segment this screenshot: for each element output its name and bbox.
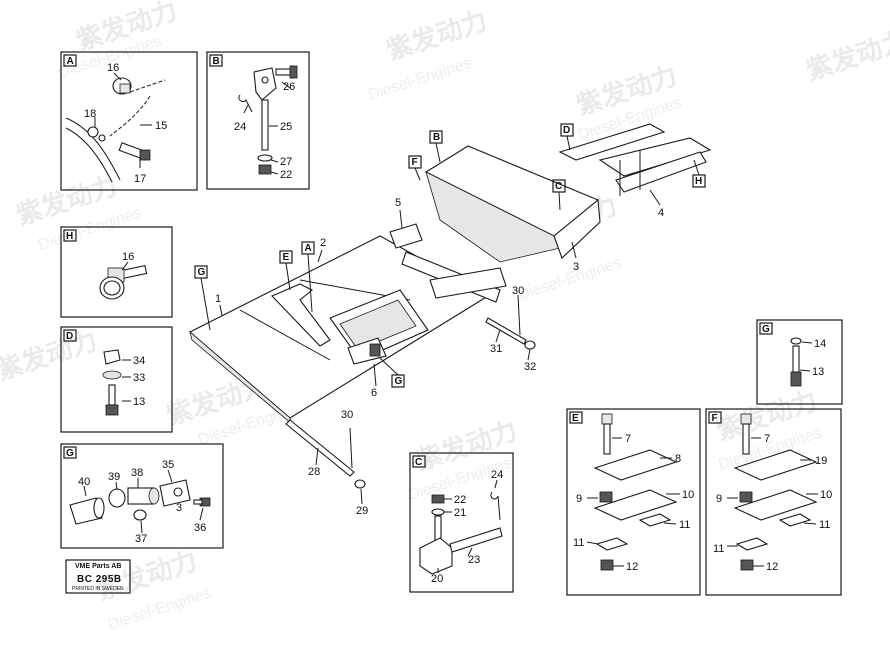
inset-letter: C xyxy=(415,457,422,468)
callout: 24 xyxy=(234,121,246,133)
callout: 16 xyxy=(107,62,119,74)
callout: 14 xyxy=(814,338,826,350)
callout-box: H xyxy=(695,176,702,187)
callout: 33 xyxy=(133,372,145,384)
callout: 30 xyxy=(341,409,353,421)
callout: 31 xyxy=(490,343,502,355)
inset-h: H 16 xyxy=(60,226,173,318)
stamp: VME Parts AB BC 295B PRINTED IN SWEDEN xyxy=(65,559,131,594)
callout: 13 xyxy=(133,396,145,408)
callout: 7 xyxy=(625,433,631,445)
callout: 12 xyxy=(626,561,638,573)
callout: 2 xyxy=(320,237,326,249)
callout: 21 xyxy=(454,507,466,519)
inset-letter: F xyxy=(712,413,718,424)
callout: 4 xyxy=(658,207,664,219)
inset-g-left: G 40 39 38 35 3 37 36 xyxy=(60,443,224,549)
callout-box: G xyxy=(198,267,206,278)
callout: 11 xyxy=(679,519,690,531)
inset-d: D 34 33 13 xyxy=(60,326,173,433)
callout: 5 xyxy=(395,197,401,209)
callout: 11 xyxy=(573,537,584,549)
callout: 3 xyxy=(573,261,579,273)
stamp-code: BC 295B xyxy=(77,574,122,585)
watermark-brand: 紫发动力 xyxy=(803,25,890,86)
inset-c: C 24 22 21 23 20 xyxy=(409,452,514,593)
stamp-line1: VME Parts AB xyxy=(75,563,121,570)
callout: 11 xyxy=(819,519,830,531)
callout: 25 xyxy=(280,121,292,133)
callout: 1 xyxy=(215,293,221,305)
watermark-sub: Diesel-Engines xyxy=(516,254,624,303)
inset-b: B 26 24 25 27 22 xyxy=(206,51,310,190)
callout: 3 xyxy=(176,502,182,514)
inset-letter: E xyxy=(572,413,579,424)
callout: 7 xyxy=(764,433,770,445)
watermark-sub: Diesel-Engines xyxy=(366,54,474,103)
callout-box: A xyxy=(305,243,312,254)
inset-letter: G xyxy=(762,324,770,335)
callout: 27 xyxy=(280,156,292,168)
callout: 10 xyxy=(820,489,832,501)
watermark-brand: 紫发动力 xyxy=(0,325,101,386)
callout: 20 xyxy=(431,573,443,585)
callout: 9 xyxy=(576,493,582,505)
callout: 11 xyxy=(713,543,724,555)
callout: 12 xyxy=(766,561,778,573)
callout: 24 xyxy=(491,469,503,481)
callout-box: D xyxy=(563,125,570,136)
callout: 17 xyxy=(134,173,146,185)
inset-e: E 7 8 9 10 11 11 12 xyxy=(566,408,701,596)
callout: 8 xyxy=(675,453,681,465)
callout: 22 xyxy=(454,494,466,506)
callout: 9 xyxy=(716,493,722,505)
callout: 6 xyxy=(371,387,377,399)
inset-g-right: G 14 13 xyxy=(756,319,843,405)
callout: 28 xyxy=(308,466,320,478)
stamp-line3: PRINTED IN SWEDEN xyxy=(72,586,124,592)
callout-box: B xyxy=(433,132,440,143)
callout: 36 xyxy=(194,522,206,534)
callout: 32 xyxy=(524,361,536,373)
callout: 34 xyxy=(133,355,145,367)
inset-f: F 7 19 9 10 11 11 12 xyxy=(705,408,842,596)
callout: 26 xyxy=(283,81,295,93)
callout: 10 xyxy=(682,489,694,501)
inset-letter: G xyxy=(66,448,74,459)
inset-letter: A xyxy=(67,56,74,67)
callout-box: F xyxy=(412,157,418,168)
callout: 37 xyxy=(135,533,147,545)
callout: 22 xyxy=(280,169,292,181)
inset-a: A 16 18 15 17 xyxy=(60,51,198,191)
watermark-brand: 紫发动力 xyxy=(383,5,491,66)
main-assembly: B D F C H 5 4 3 E A 2 G 1 30 31 32 G 6 3… xyxy=(189,123,712,517)
callout: 35 xyxy=(162,459,174,471)
callout: 39 xyxy=(108,471,120,483)
callout-box: G xyxy=(395,376,403,387)
callout: 15 xyxy=(155,120,167,132)
callout: 38 xyxy=(131,467,143,479)
inset-letter: D xyxy=(66,331,73,342)
callout: 29 xyxy=(356,505,368,517)
callout: 18 xyxy=(84,108,96,120)
callout: 30 xyxy=(512,285,524,297)
callout: 23 xyxy=(468,554,480,566)
callout: 13 xyxy=(812,366,824,378)
callout: 16 xyxy=(122,251,134,263)
callout: 40 xyxy=(78,476,90,488)
callout-box: C xyxy=(555,181,562,192)
inset-letter: B xyxy=(213,56,220,67)
inset-letter: H xyxy=(66,231,73,242)
callout: 19 xyxy=(815,455,827,467)
callout-box: E xyxy=(283,252,290,263)
